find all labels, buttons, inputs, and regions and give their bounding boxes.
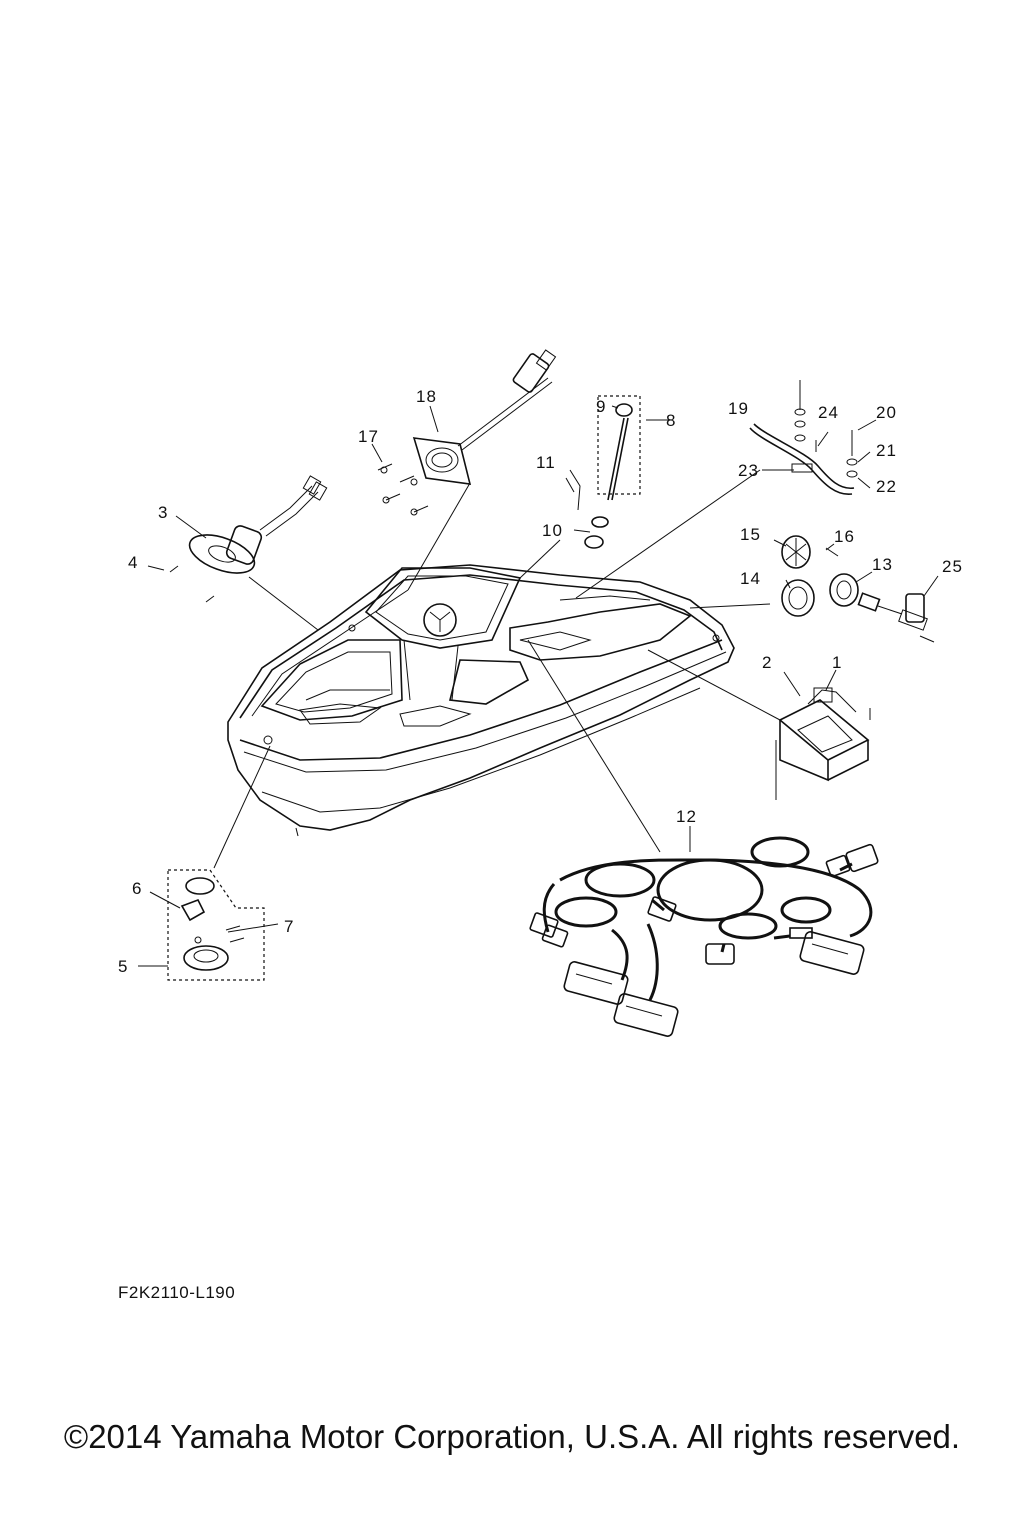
callout-2: 2 (762, 653, 772, 672)
callout-23: 23 (738, 461, 759, 480)
callout-4: 4 (128, 553, 138, 572)
callout-8: 8 (666, 411, 676, 430)
callout-1: 1 (832, 653, 842, 672)
callout-6: 6 (132, 879, 142, 898)
copyright-notice: ©2014 Yamaha Motor Corporation, U.S.A. A… (63, 1418, 961, 1455)
callout-17: 17 (358, 427, 379, 446)
callout-18: 18 (416, 387, 437, 406)
part-18-plate (377, 349, 557, 516)
callout-12: 12 (676, 807, 697, 826)
callout-5: 5 (118, 957, 128, 976)
callout-11: 11 (536, 453, 556, 472)
part-1-bracket (775, 687, 871, 800)
callout-3: 3 (158, 503, 168, 522)
callout-25: 25 (942, 557, 963, 576)
part-8-cable (569, 395, 641, 549)
callout-22: 22 (876, 477, 897, 496)
callout-21: 21 (876, 441, 897, 460)
callout-16: 16 (834, 527, 855, 546)
callout-13: 13 (872, 555, 893, 574)
part-5-cleat (167, 869, 265, 981)
callout-24: 24 (818, 403, 839, 422)
callout-9: 9 (596, 397, 606, 416)
part-3-fitting (169, 475, 328, 603)
boat-hull (227, 564, 735, 837)
callout-14: 14 (740, 569, 761, 588)
part-code: F2K2110-L190 (118, 1283, 236, 1302)
callout-19: 19 (728, 399, 749, 418)
callout-15: 15 (740, 525, 761, 544)
callout-20: 20 (876, 403, 897, 422)
callout-labels: 1 2 3 4 5 6 7 8 9 10 11 12 13 14 15 16 1… (118, 387, 963, 976)
leader-lines (138, 405, 939, 967)
part-12-harness (529, 836, 879, 1037)
part-13-16-fittings (781, 535, 935, 643)
part-19-rail (749, 380, 858, 495)
callout-10: 10 (542, 521, 563, 540)
callout-7: 7 (284, 917, 294, 936)
